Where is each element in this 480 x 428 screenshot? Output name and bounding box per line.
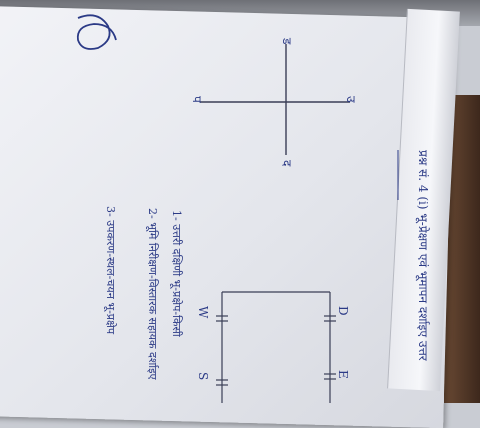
diagram-label-s: S: [196, 372, 210, 381]
answer-point-1: 1- उत्तरी दक्षिणी भू-प्रक्षेप-किसी: [170, 210, 183, 337]
answer-point-2: 2- भूमि निरीक्षण-विस्तारक सहायक दर्शाइए: [146, 208, 159, 380]
signature-mark: [76, 14, 117, 50]
diagram-label-w: W: [196, 306, 210, 319]
axis-label-bottom: द: [280, 160, 294, 167]
diagram-label-e: E: [336, 370, 350, 379]
answer-point-3: 3- उपकरण-स्थल-चयन भू-प्रक्षेप: [104, 206, 117, 335]
axis-label-left: प: [190, 96, 204, 103]
sketch-layer: [76, 14, 399, 403]
axis-label-right: उ: [344, 96, 358, 103]
axis-label-top: ड: [280, 38, 294, 45]
question-heading: प्रश्न सं. 4 (i) भू-प्रेक्षण एवं भूमापन …: [416, 150, 430, 361]
diagram-label-d: D: [336, 306, 350, 316]
frame-ticks: [216, 315, 336, 386]
